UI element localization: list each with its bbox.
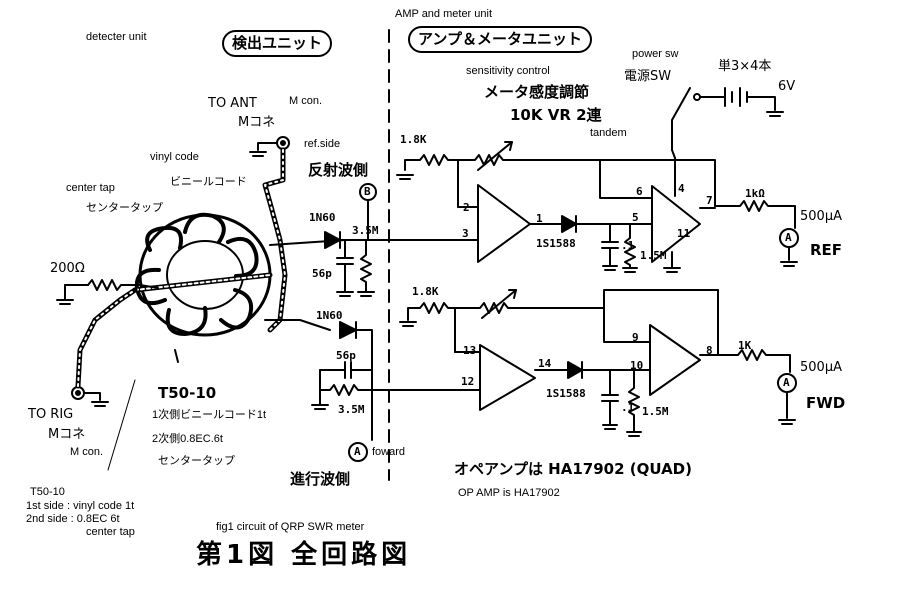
center-tap-label: center tap (66, 182, 115, 194)
pin-4: 4 (678, 182, 685, 195)
center-tap-jp-label: センタータップ (86, 202, 163, 214)
center-tap-jp2-label: センタータップ (158, 455, 235, 467)
toroid-t50-10 (132, 212, 273, 337)
opamp-en-label: OP AMP is HA17902 (458, 487, 560, 499)
power-sw-label: power sw (632, 48, 679, 60)
meter-sensitivity-jp-label: メータ感度調節 (484, 83, 590, 101)
pin-9: 9 (632, 331, 639, 344)
r-1.5m-top-label: 1.5M (640, 249, 667, 262)
c-56p-fwd-label: 56p (336, 349, 356, 362)
figure-caption: fig1 circuit of QRP SWR meter (216, 521, 365, 533)
fwd-label: FWD (806, 394, 846, 412)
fwd-detector (311, 321, 441, 462)
detect-unit-title: 検出ユニット (222, 30, 333, 57)
first-side-note: 1st side : vinyl code 1t (26, 500, 135, 512)
m-cone-top-label: Mコネ (238, 115, 276, 130)
pin-13: 13 (463, 344, 477, 357)
diode-1s1588-top-label: 1S1588 (536, 237, 576, 250)
pin-12: 12 (461, 375, 475, 388)
pin-6: 6 (636, 185, 643, 198)
pin-7: 7 (706, 194, 713, 207)
t50-note: T50-10 (30, 486, 65, 498)
amp-unit-title: アンプ＆メータユニット (408, 26, 592, 53)
foward-label: foward (372, 446, 406, 458)
r200-label: 200Ω (50, 261, 85, 276)
r-1.8k-bottom-label: 1.8K (412, 285, 439, 298)
pin-5: 5 (632, 211, 639, 224)
pin-3: 3 (462, 227, 469, 240)
ref-amplifier (396, 141, 799, 273)
second-side-note: 2nd side : 0.8EC 6t (26, 513, 120, 525)
figure-title-jp: 第1図 全回路図 (196, 540, 412, 570)
c-0.1-bottom-label: .1 (621, 401, 635, 414)
to-rig-label: TO RIG (28, 407, 74, 422)
power-sw-jp-label: 電源SW (624, 69, 672, 84)
pin-14: 14 (538, 357, 552, 370)
r-1k-bottom-label: 1K (738, 339, 752, 352)
amp-meter-unit-label: AMP and meter unit (395, 8, 493, 20)
sensitivity-control-label: sensitivity control (466, 65, 550, 77)
m-con-top-label: M con. (289, 95, 323, 107)
r-3.5m-ref-label: 3.5M (352, 224, 379, 237)
to-ant-label: TO ANT (208, 96, 257, 111)
m-cone-bottom-label: Mコネ (48, 427, 86, 442)
c-0.1-top-label: .1 (621, 239, 635, 252)
primary-jp-label: 1次側ビニールコード1t (152, 409, 267, 421)
ref-detector (324, 183, 459, 297)
m-con-bottom-label: M con. (70, 446, 104, 458)
pin-8: 8 (706, 344, 713, 357)
power-supply (671, 87, 784, 151)
diode-ref-label: 1N60 (309, 211, 336, 224)
diode-fwd-label: 1N60 (316, 309, 343, 322)
r-3.5m-fwd-label: 3.5M (338, 403, 365, 416)
fwd-amplifier (399, 289, 797, 437)
r-1k-top-label: 1kΩ (745, 187, 765, 200)
detecter-unit-label: detecter unit (86, 31, 147, 43)
vr-label: 10K VR 2連 (510, 106, 602, 124)
pin-11: 11 (677, 227, 691, 240)
center-tap-note: center tap (86, 526, 135, 538)
opamp-jp-label: オペアンプは HA17902 (QUAD) (454, 460, 692, 478)
battery-jp-label: 単3×4本 (718, 59, 772, 74)
meter-ref-a-marker: A (785, 231, 792, 244)
tandem-label: tandem (590, 127, 627, 139)
r-1.8k-top-label: 1.8K (400, 133, 427, 146)
reflect-side-jp-label: 反射波側 (308, 161, 369, 179)
meter-b-marker: B (364, 185, 371, 198)
pin-2: 2 (463, 201, 470, 214)
vinyl-code-jp-label: ビニールコード (170, 176, 247, 188)
meter-a-marker: A (354, 445, 361, 458)
ref-label: REF (810, 241, 843, 259)
meter-fwd-range-label: 500μA (800, 360, 842, 375)
t50-label: T50-10 (158, 384, 217, 402)
battery-voltage-label: 6V (778, 79, 796, 94)
pin-1: 1 (536, 212, 543, 225)
r-1.5m-bottom-label: 1.5M (642, 405, 669, 418)
vinyl-code-label: vinyl code (150, 151, 199, 163)
pin-10: 10 (630, 359, 644, 372)
secondary-jp-label: 2次側0.8EC.6t (152, 433, 223, 445)
c-56p-ref-label: 56p (312, 267, 332, 280)
ref-side-label: ref.side (304, 138, 341, 150)
meter-ref-range-label: 500μA (800, 209, 842, 224)
forward-side-jp-label: 進行波側 (290, 470, 351, 488)
meter-fwd-a-marker: A (783, 376, 790, 389)
diode-1s1588-bottom-label: 1S1588 (546, 387, 586, 400)
